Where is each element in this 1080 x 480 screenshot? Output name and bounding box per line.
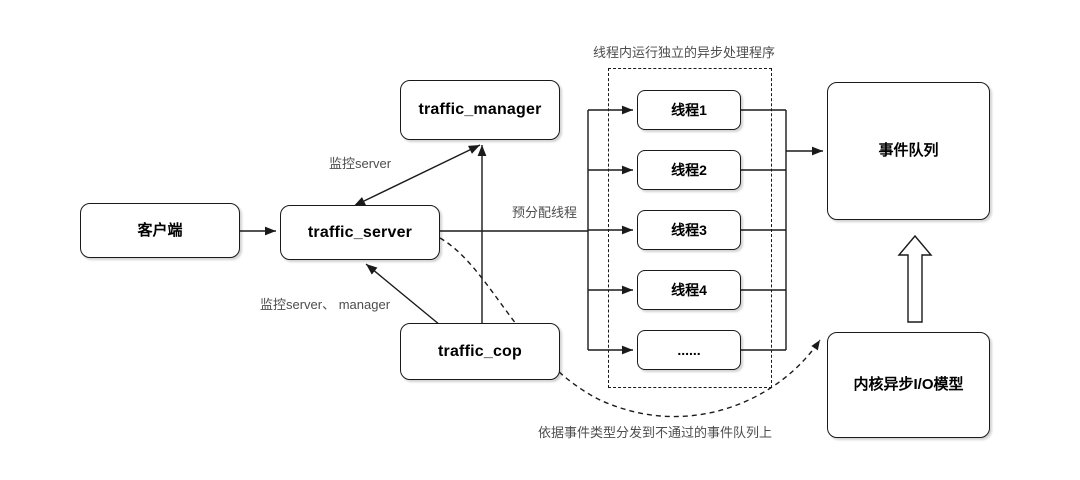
node-event-queue[interactable]: 事件队列 xyxy=(827,82,990,220)
node-traffic-manager-label: traffic_manager xyxy=(418,101,542,119)
node-thread-more-label: ...... xyxy=(677,341,701,358)
node-thread-3[interactable]: 线程3 xyxy=(637,210,741,250)
node-thread-1[interactable]: 线程1 xyxy=(637,90,741,130)
node-event-queue-label: 事件队列 xyxy=(878,142,939,159)
node-client-label: 客户端 xyxy=(137,221,183,239)
node-thread-2[interactable]: 线程2 xyxy=(637,150,741,190)
node-kernel-aio[interactable]: 内核异步I/O模型 xyxy=(827,332,990,438)
edge-label-preallocate-threads: 预分配线程 xyxy=(510,202,580,221)
block-arrow-kernel-to-event-queue xyxy=(897,234,933,323)
thread-group-caption: 线程内运行独立的异步处理程序 xyxy=(593,45,776,60)
dispatch-caption: 依据事件类型分发到不通过的事件队列上 xyxy=(538,425,773,440)
node-thread-2-label: 线程2 xyxy=(671,161,707,178)
edge-label-monitor-server: 监控server xyxy=(327,153,394,172)
node-kernel-aio-label: 内核异步I/O模型 xyxy=(853,376,964,393)
edge-label-monitor-server-manager: 监控server、 manager xyxy=(258,294,393,313)
node-client[interactable]: 客户端 xyxy=(80,203,240,258)
node-traffic-server[interactable]: traffic_server xyxy=(280,205,440,260)
node-thread-4[interactable]: 线程4 xyxy=(637,270,741,310)
node-thread-3-label: 线程3 xyxy=(671,221,707,238)
node-thread-1-label: 线程1 xyxy=(671,101,707,118)
node-traffic-manager[interactable]: traffic_manager xyxy=(400,80,560,140)
node-thread-4-label: 线程4 xyxy=(671,281,707,298)
node-traffic-cop-label: traffic_cop xyxy=(438,342,522,360)
node-traffic-cop[interactable]: traffic_cop xyxy=(400,323,560,380)
node-thread-more[interactable]: ...... xyxy=(637,330,741,370)
node-traffic-server-label: traffic_server xyxy=(307,223,413,241)
